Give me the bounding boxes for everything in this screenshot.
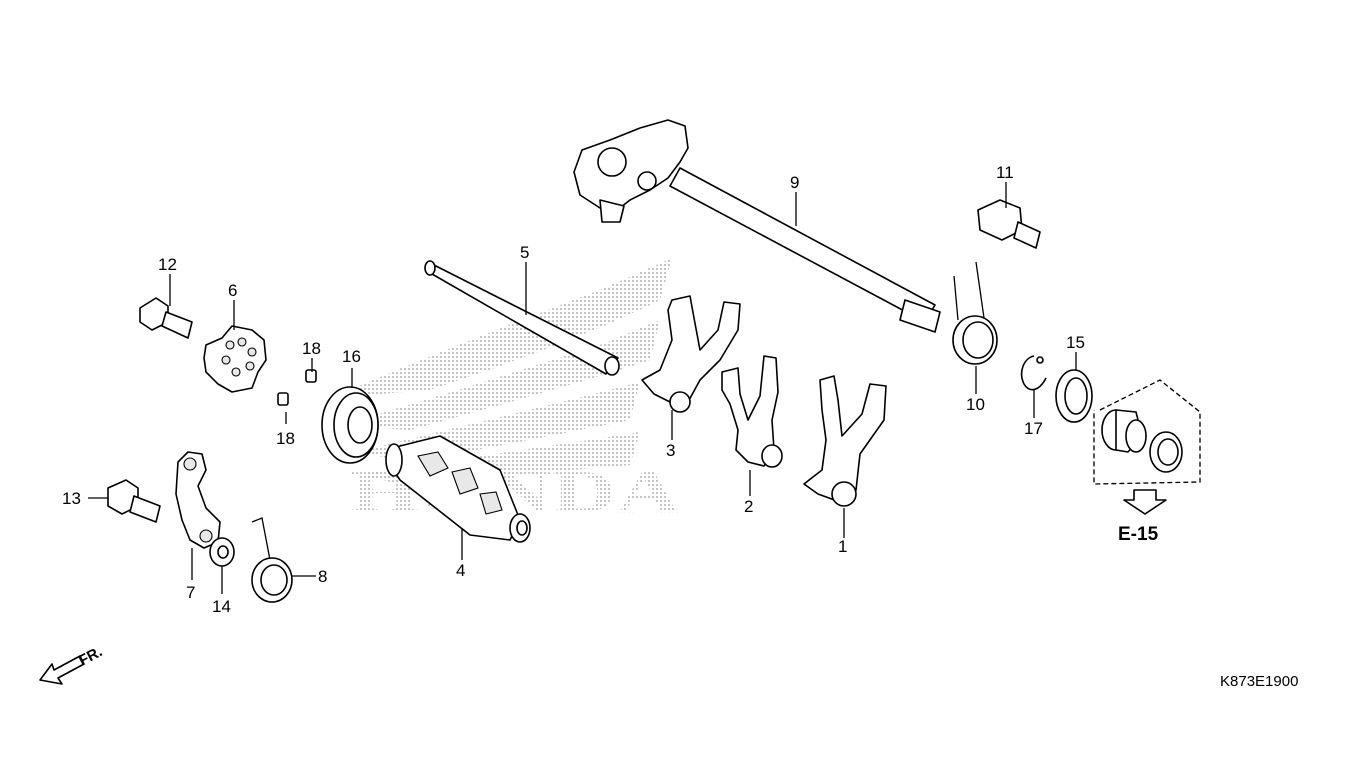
- shift-fork-2: [721, 355, 783, 468]
- shift-shaft: [573, 119, 941, 333]
- bolt-11: [977, 199, 1041, 249]
- reference-arrow: [1123, 489, 1167, 515]
- bearing-group-e15: [1093, 379, 1201, 485]
- shift-fork-1: [803, 375, 887, 507]
- bolt-13: [107, 479, 161, 523]
- callout-12[interactable]: 12: [158, 255, 177, 274]
- callout-4[interactable]: 4: [456, 561, 465, 580]
- fork-shaft: [424, 260, 620, 376]
- callout-13[interactable]: 13: [62, 489, 81, 508]
- callout-8[interactable]: 8: [318, 567, 327, 586]
- leader-lines: [88, 182, 1077, 594]
- callout-17[interactable]: 17: [1024, 419, 1043, 438]
- callout-7[interactable]: 7: [186, 583, 195, 602]
- callout-14[interactable]: 14: [212, 597, 231, 616]
- shift-drum-4: [385, 435, 531, 543]
- callout-11[interactable]: 11: [996, 163, 1014, 182]
- bearing-16: [321, 386, 379, 464]
- callout-16[interactable]: 16: [342, 347, 361, 366]
- return-spring-10: [952, 261, 998, 365]
- callout-6[interactable]: 6: [228, 281, 237, 300]
- dowel-pins-18: [277, 369, 317, 406]
- washer-15: [1055, 369, 1093, 423]
- callout-10[interactable]: 10: [966, 395, 985, 414]
- stopper-plate-6: [203, 325, 267, 393]
- circlip-17: [1020, 355, 1047, 391]
- washer-14: [209, 537, 235, 567]
- shift-fork-3: [641, 295, 741, 413]
- callout-1[interactable]: 1: [838, 537, 847, 556]
- callout-18-upper[interactable]: 18: [302, 339, 321, 358]
- callout-5[interactable]: 5: [520, 243, 529, 262]
- stopper-arm-7: [175, 451, 221, 549]
- callout-18-lower[interactable]: 18: [276, 429, 295, 448]
- callout-15[interactable]: 15: [1066, 333, 1085, 352]
- reference-label[interactable]: E-15: [1118, 524, 1159, 545]
- callout-2[interactable]: 2: [744, 497, 753, 516]
- diagram-code: K873E1900: [1220, 673, 1298, 690]
- front-direction-arrow: [39, 655, 85, 685]
- bolt-12: [139, 297, 193, 339]
- stopper-spring-8: [251, 517, 293, 603]
- callout-9[interactable]: 9: [790, 173, 799, 192]
- callout-3[interactable]: 3: [666, 441, 675, 460]
